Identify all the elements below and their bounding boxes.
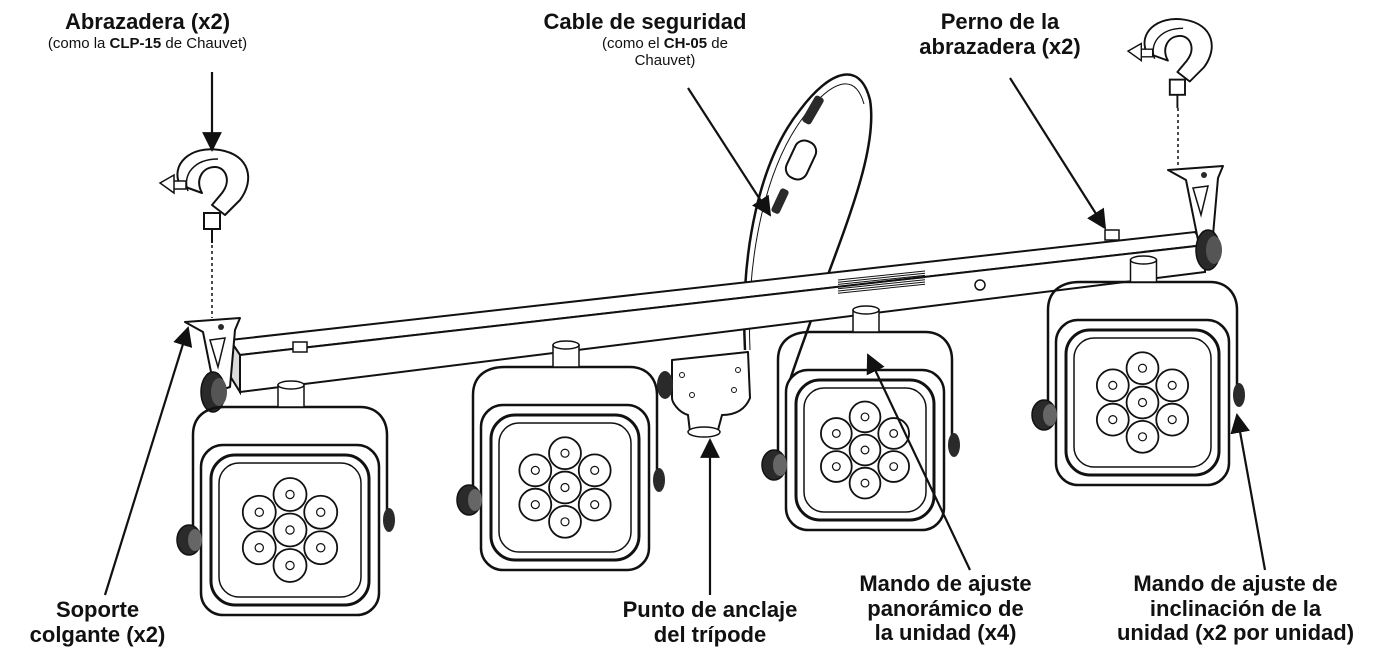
tripod-screw	[731, 387, 737, 393]
arrow-pan-knob	[866, 353, 971, 571]
led-lens	[860, 478, 870, 488]
hanging-bracket	[1167, 165, 1224, 241]
label-pan-knob: Mando de ajuste panorámico de la unidad …	[859, 571, 1032, 646]
safety-cable-carabiner	[784, 139, 818, 181]
fixtures	[176, 255, 1245, 617]
arrow-clamp-bolt	[1009, 77, 1107, 230]
led-lens	[1137, 363, 1148, 373]
led-lens	[1108, 415, 1118, 425]
tripod-screw	[735, 367, 741, 373]
tripod-knob	[657, 371, 673, 399]
tripod-screw	[679, 372, 685, 378]
led-lens	[285, 525, 295, 535]
led-lens	[1167, 415, 1177, 425]
clamp-bolt	[1104, 229, 1120, 241]
tilt-knob	[948, 433, 960, 457]
bar-side-knob	[200, 371, 227, 413]
tilt-knob	[383, 508, 395, 532]
hanging-bracket	[184, 317, 241, 393]
callout-arrows	[103, 72, 1267, 596]
led-lens	[254, 543, 265, 553]
clamps	[158, 18, 1213, 318]
led-lens	[1137, 397, 1148, 408]
led-lens	[560, 517, 570, 527]
tilt-knob	[653, 468, 665, 492]
led-lens	[315, 507, 326, 517]
led-lens	[1108, 380, 1118, 390]
led-lens	[889, 428, 899, 438]
clamp	[158, 148, 250, 243]
label-tilt-knob: Mando de ajuste de inclinación de la uni…	[1116, 571, 1355, 646]
led-lens	[889, 462, 899, 472]
arrow-hanging-bracket	[103, 326, 193, 596]
clamp-bolt	[292, 341, 308, 353]
safety-cable-sleeve	[771, 188, 789, 214]
clamp	[1126, 18, 1213, 109]
led-lens	[590, 500, 600, 510]
led-lens	[285, 560, 295, 571]
label-clamp-title: Abrazadera (x2)	[64, 9, 231, 34]
led-lens	[560, 448, 570, 458]
bar-side-knob	[1195, 229, 1222, 271]
bar-screw-hole	[974, 279, 986, 291]
tripod-screw	[689, 392, 695, 398]
led-lens	[860, 445, 870, 455]
led-lens	[285, 489, 295, 500]
led-lens	[254, 507, 265, 517]
safety-cable	[743, 73, 873, 381]
fixture-2	[456, 340, 665, 572]
led-lens	[831, 462, 841, 472]
led-lens	[590, 465, 600, 475]
led-lens	[1167, 380, 1177, 390]
fixture-4	[1031, 255, 1245, 487]
led-lens	[315, 543, 326, 553]
arrow-tilt-knob	[1230, 413, 1267, 571]
arrow-safety-cable	[687, 87, 772, 217]
fixture-3	[761, 305, 960, 532]
led-lens	[530, 465, 540, 475]
label-safety-cable: Cable de seguridad (como el CH-05 de Cha…	[520, 9, 770, 69]
led-lens	[1137, 432, 1148, 442]
tilt-knob	[1233, 383, 1245, 407]
safety-cable-wire-inner	[749, 83, 865, 351]
bar-vent-grille	[837, 270, 926, 294]
label-clamp-bolt: Perno de la abrazadera (x2)	[919, 9, 1081, 59]
hanging-brackets	[184, 165, 1224, 413]
led-lens	[831, 428, 841, 438]
label-clamp: Abrazadera (x2) (como la CLP-15 de Chauv…	[5, 9, 290, 52]
label-safety-cable-title: Cable de seguridad	[543, 9, 747, 34]
tripod-mount	[657, 351, 751, 438]
label-hanging-bracket: Soporte colgante (x2)	[29, 597, 166, 647]
fixture-1	[176, 380, 395, 617]
led-lens	[530, 500, 540, 510]
safety-cable-wire	[743, 73, 873, 381]
label-tripod-point: Punto de anclaje del trípode	[622, 597, 798, 647]
led-lens	[860, 412, 870, 422]
light-bar	[228, 229, 1207, 396]
safety-cable-sleeve	[802, 95, 824, 125]
led-lens	[560, 482, 570, 493]
tripod-mount-body	[671, 351, 751, 433]
tripod-mount-socket	[687, 426, 721, 438]
